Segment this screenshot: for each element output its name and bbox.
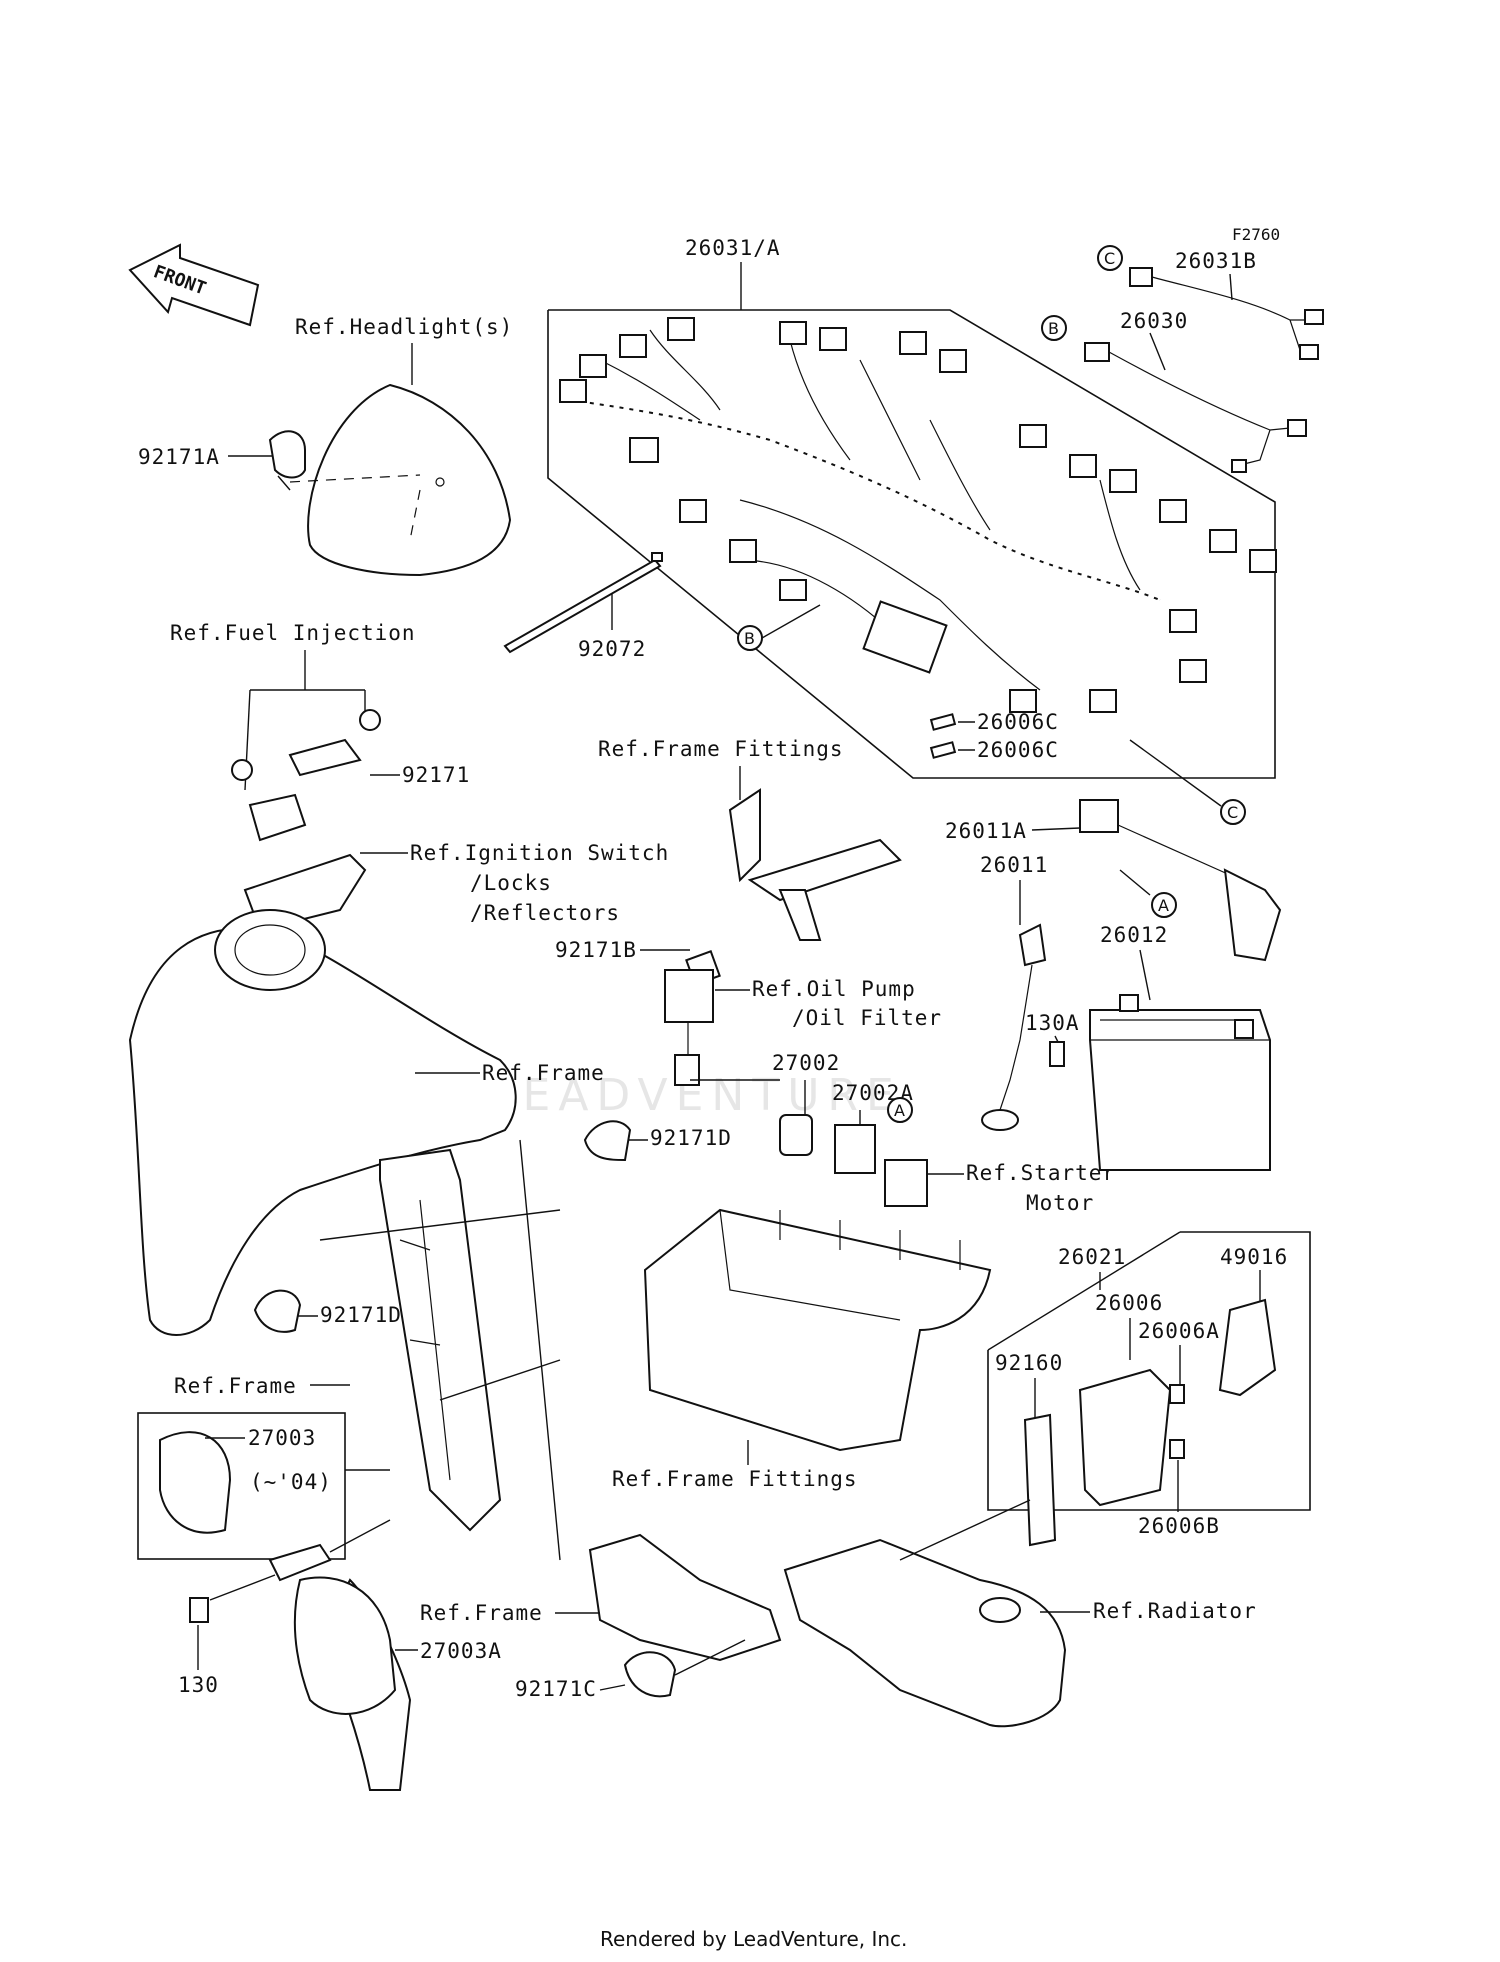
relay-27002A[interactable] xyxy=(834,1124,876,1174)
part-92171D-label-2[interactable]: 92171D xyxy=(320,1303,402,1327)
part-130-label[interactable]: 130 xyxy=(178,1673,219,1697)
cable-26011A[interactable] xyxy=(1079,799,1282,962)
marker-a-cable: A xyxy=(1158,896,1169,915)
part-27003-label[interactable]: 27003 xyxy=(248,1426,316,1450)
part-27003-note-label[interactable]: (~'04) xyxy=(250,1470,332,1494)
front-arrow-icon: FRONT xyxy=(128,243,260,327)
ref-frame-label-1[interactable]: Ref.Frame xyxy=(482,1061,605,1085)
starter-relay[interactable] xyxy=(884,1159,928,1207)
ref-headlight-label[interactable]: Ref.Headlight(s) xyxy=(295,315,513,339)
ref-fuel-injection-label[interactable]: Ref.Fuel Injection xyxy=(170,621,416,645)
part-26011-label[interactable]: 26011 xyxy=(980,853,1048,877)
frame-structure[interactable] xyxy=(128,909,517,1791)
ref-frame-label-3[interactable]: Ref.Frame xyxy=(420,1601,543,1625)
ref-ignition-label-1[interactable]: Ref.Ignition Switch xyxy=(410,841,669,865)
marker-b-top: B xyxy=(1048,319,1059,338)
bolt-130A[interactable] xyxy=(1049,1041,1065,1067)
sub-harness-26031B[interactable] xyxy=(1129,267,1324,360)
ref-starter-label-1[interactable]: Ref.Starter xyxy=(966,1161,1116,1185)
frame-fittings-bracket[interactable] xyxy=(728,788,902,941)
part-26006C-label-1[interactable]: 26006C xyxy=(977,710,1059,734)
part-26030-label[interactable]: 26030 xyxy=(1120,309,1188,333)
ref-ignition-label-2[interactable]: /Locks xyxy=(470,871,552,895)
bolt-130[interactable] xyxy=(189,1597,209,1623)
part-92072-label[interactable]: 92072 xyxy=(578,637,646,661)
part-49016-label[interactable]: 49016 xyxy=(1220,1245,1288,1269)
fuel-injection-parts[interactable] xyxy=(231,709,381,842)
marker-b-harness: B xyxy=(744,629,755,648)
part-26012-label[interactable]: 26012 xyxy=(1100,923,1168,947)
part-26006C-label-2[interactable]: 26006C xyxy=(977,738,1059,762)
clip-92171D-upper[interactable] xyxy=(583,1120,632,1162)
sub-harness-26030[interactable] xyxy=(1084,342,1307,473)
horn-27003[interactable] xyxy=(159,1431,232,1534)
part-26006A-label[interactable]: 26006A xyxy=(1138,1319,1220,1343)
marker-c-harness: C xyxy=(1227,803,1238,822)
part-26031A-label[interactable]: 26031/A xyxy=(685,236,781,260)
ref-frame-fittings-bottom-label[interactable]: Ref.Frame Fittings xyxy=(612,1467,858,1491)
marker-c-top: C xyxy=(1104,249,1115,268)
ref-oil-label-2[interactable]: /Oil Filter xyxy=(792,1006,942,1030)
part-26006B-label[interactable]: 26006B xyxy=(1138,1514,1220,1538)
relay-27002[interactable] xyxy=(779,1114,813,1156)
footer-credit: Rendered by LeadVenture, Inc. xyxy=(600,1927,907,1951)
clip-92171D-lower[interactable] xyxy=(253,1289,302,1333)
battery-26012[interactable] xyxy=(1089,994,1271,1171)
part-92171C-label[interactable]: 92171C xyxy=(515,1677,597,1701)
part-26006-label[interactable]: 26006 xyxy=(1095,1291,1163,1315)
horn-27003-box xyxy=(137,1412,346,1560)
ref-starter-label-2[interactable]: Motor xyxy=(1026,1191,1094,1215)
frame-section-lower[interactable] xyxy=(588,1533,782,1662)
clip-92171C[interactable] xyxy=(623,1651,677,1698)
part-92171D-label-1[interactable]: 92171D xyxy=(650,1126,732,1150)
fuse-26006C[interactable] xyxy=(929,713,957,759)
part-92171B-label[interactable]: 92171B xyxy=(555,938,637,962)
part-92171-label[interactable]: 92171 xyxy=(402,763,470,787)
ref-radiator-label[interactable]: Ref.Radiator xyxy=(1093,1599,1257,1623)
diagram-code: F2760 xyxy=(1232,225,1280,244)
ref-frame-fittings-top-label[interactable]: Ref.Frame Fittings xyxy=(598,737,844,761)
part-130A-label[interactable]: 130A xyxy=(1025,1011,1080,1035)
harness-group-frame xyxy=(547,309,1276,779)
cover-49016[interactable] xyxy=(1218,1298,1277,1397)
part-27003A-label[interactable]: 27003A xyxy=(420,1639,502,1663)
radiator-tank[interactable] xyxy=(783,1538,1067,1728)
headlight[interactable] xyxy=(289,383,512,577)
battery-case[interactable] xyxy=(643,1208,992,1452)
oil-pump-relay[interactable] xyxy=(664,969,714,1086)
cable-tie-92072[interactable] xyxy=(503,552,663,654)
junction-box-frame xyxy=(987,1231,1311,1511)
part-26011A-label[interactable]: 26011A xyxy=(945,819,1027,843)
ref-frame-label-2[interactable]: Ref.Frame xyxy=(174,1374,297,1398)
cable-26011[interactable] xyxy=(981,923,1047,1131)
main-wiring-harness[interactable] xyxy=(559,317,1277,713)
part-92171A-label[interactable]: 92171A xyxy=(138,445,220,469)
marker-a-starter: A xyxy=(894,1101,905,1120)
junction-box-26021[interactable] xyxy=(1078,1368,1185,1507)
part-26031B-label[interactable]: 26031B xyxy=(1175,249,1257,273)
part-26021-label[interactable]: 26021 xyxy=(1058,1245,1126,1269)
ref-ignition-label-3[interactable]: /Reflectors xyxy=(470,901,620,925)
bracket-92160[interactable] xyxy=(1023,1413,1057,1547)
horn-27003A[interactable] xyxy=(268,1543,397,1715)
ref-oil-label-1[interactable]: Ref.Oil Pump xyxy=(752,977,916,1001)
part-92160-label[interactable]: 92160 xyxy=(995,1351,1063,1375)
clip-92171A[interactable] xyxy=(268,430,306,479)
part-27002-label[interactable]: 27002 xyxy=(772,1051,840,1075)
